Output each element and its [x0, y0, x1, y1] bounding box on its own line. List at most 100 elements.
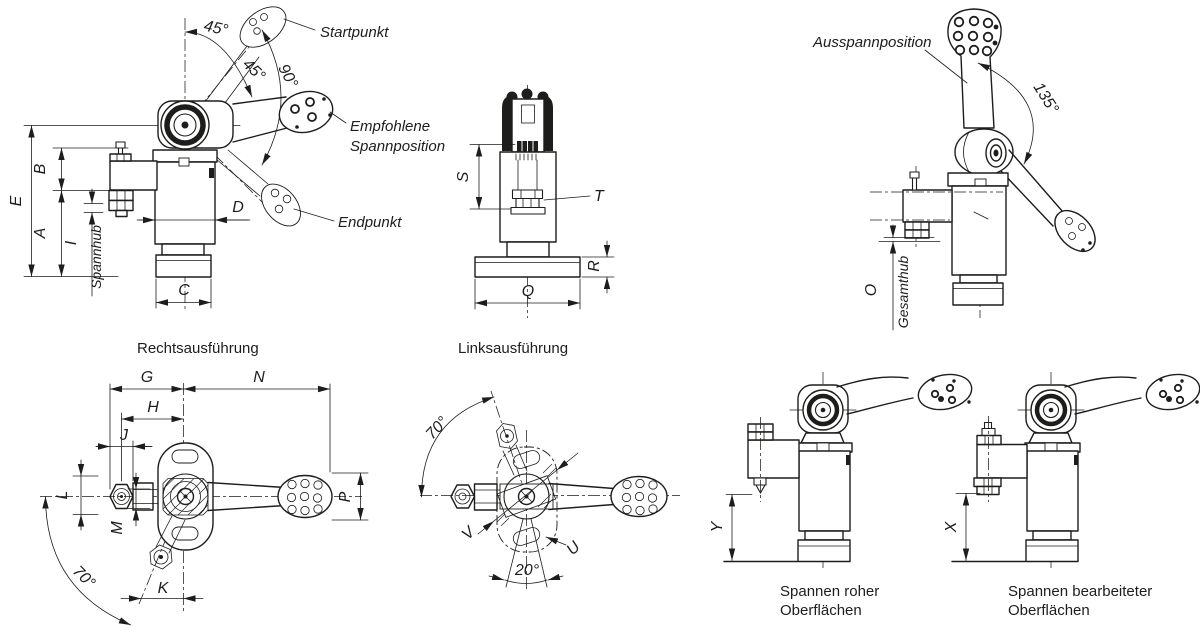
dim-label-V: V [459, 523, 480, 544]
dim-label-E: E [8, 195, 25, 206]
clamp-unit-raw [790, 370, 975, 568]
dimension-T: T [543, 188, 605, 205]
label-endpunkt: Endpunkt [338, 214, 402, 231]
caption-machined-line2: Oberflächen [1008, 602, 1090, 619]
swivel-body-top [157, 442, 214, 551]
clamp-head [502, 88, 553, 153]
angle-label-70-swing: 70° [423, 413, 452, 443]
view-top-rotated: 70° V U 20° [418, 390, 680, 592]
caption-linksausfuehrung: Linksausführung [458, 340, 568, 357]
dim-label-I: I [63, 240, 80, 245]
caption-machined-line1: Spannen bearbeiteter [1008, 583, 1152, 600]
angle-90: 90° [274, 62, 301, 92]
angle-45-mid: 45° [239, 56, 269, 86]
dim-label-Q: Q [522, 283, 534, 300]
dimension-U: U [545, 536, 585, 559]
label-startpunkt: Startpunkt [320, 24, 389, 41]
lever-start-position [204, 6, 287, 112]
dim-label-P: P [337, 491, 354, 502]
dim-label-M: M [109, 521, 126, 535]
pivot [160, 100, 210, 150]
dimension-L: L [54, 459, 99, 531]
dim-label-L: L [54, 491, 71, 500]
dimension-G: G [109, 369, 184, 490]
angle-label-135: 135° [1030, 80, 1062, 118]
dim-label-gesamthub: Gesamthub [895, 256, 911, 329]
spindle-swung-position [149, 515, 186, 570]
dim-label-T: T [594, 188, 605, 205]
dim-label-C: C [178, 282, 190, 299]
dimension-R: R [581, 240, 615, 294]
dimension-E: E [8, 125, 119, 277]
spindle-machined [973, 416, 1028, 502]
dim-label-J: J [119, 427, 129, 444]
dim-label-B: B [32, 163, 49, 174]
view-clamp-machined: X Spannen bearbeiteter Oberflächen [943, 370, 1200, 619]
dimension-M: M [109, 472, 151, 535]
dim-label-S: S [455, 171, 472, 182]
lever-top [207, 474, 333, 519]
label-empfohlene: Empfohlene [350, 118, 430, 135]
spindle-top [109, 482, 159, 511]
dimension-K: K [120, 580, 204, 602]
dimension-N: N [183, 369, 331, 473]
dimension-Q: Q [474, 278, 581, 310]
lever-vertical [947, 8, 1002, 129]
dimension-P: P [331, 472, 369, 521]
dim-label-A: A [32, 228, 49, 240]
caption-raw-line1: Spannen roher [780, 583, 879, 600]
dimension-O-gesamthub: O Gesamthub [863, 224, 941, 331]
view-side-right: 45° 45° 90° [8, 6, 445, 357]
dim-label-spannhub: Spannhub [88, 225, 104, 289]
dim-label-N: N [253, 369, 265, 386]
label-spannposition: Spannposition [350, 138, 445, 155]
view-top: 70° G N H J L M [40, 369, 369, 626]
dimension-C: C [155, 278, 212, 309]
dimension-B: B [32, 147, 129, 191]
angle-wedge-20: 20° [488, 518, 564, 588]
dimension-Y: Y [709, 494, 798, 563]
view-release-position: 135° O Gesamthub Ausspannposition [812, 8, 1096, 331]
spindle-swung-position-2 [496, 423, 528, 476]
dimension-S: S [455, 144, 516, 210]
view-front-left: S T Q R Linksausführung [455, 85, 615, 357]
leader-spannposition: Empfohlene Spannposition [329, 111, 445, 155]
dimension-X: X [943, 493, 1026, 563]
dimension-A: A [32, 190, 110, 277]
clamp-unit-machined [1018, 370, 1200, 568]
dim-label-D: D [232, 199, 244, 216]
leader-endpunkt: Endpunkt [293, 208, 402, 231]
view-clamp-raw: Y Spannen roher Oberflächen [709, 370, 975, 619]
angle-arc-70-swing: 70° [418, 396, 495, 498]
dim-label-O: O [863, 284, 880, 296]
spindle-top-2 [450, 483, 501, 511]
dim-label-Y: Y [709, 520, 726, 532]
dim-label-H: H [147, 399, 159, 416]
dim-label-X: X [943, 520, 960, 533]
caption-rechtsausfuehrung: Rechtsausführung [137, 340, 259, 357]
lever-top-2 [548, 475, 668, 518]
angle-arc-70: 70° [42, 496, 132, 626]
dimension-I-spannhub: I Spannhub [63, 188, 104, 297]
leader-ausspannposition: Ausspannposition [812, 34, 968, 84]
dim-label-U: U [564, 538, 585, 559]
swivel-washer-rotated [496, 450, 557, 546]
angle-label-20: 20° [514, 562, 540, 579]
clamp-column [474, 151, 581, 278]
caption-raw-line2: Oberflächen [780, 602, 862, 619]
label-ausspannposition: Ausspannposition [812, 34, 931, 51]
dim-label-R: R [586, 260, 603, 272]
leader-startpunkt: Startpunkt [283, 18, 389, 41]
angle-45-start: 45° [202, 18, 230, 40]
spindle-raw [747, 417, 800, 502]
dimension-H: H [121, 399, 184, 482]
dim-label-K: K [158, 580, 170, 597]
lever-clamped [1000, 149, 1096, 253]
pivot-ball [954, 128, 1014, 176]
clamp-body-release [870, 171, 1009, 306]
lever-end-position [215, 149, 301, 227]
dim-label-G: G [141, 369, 153, 386]
dimension-D: D [136, 199, 251, 224]
